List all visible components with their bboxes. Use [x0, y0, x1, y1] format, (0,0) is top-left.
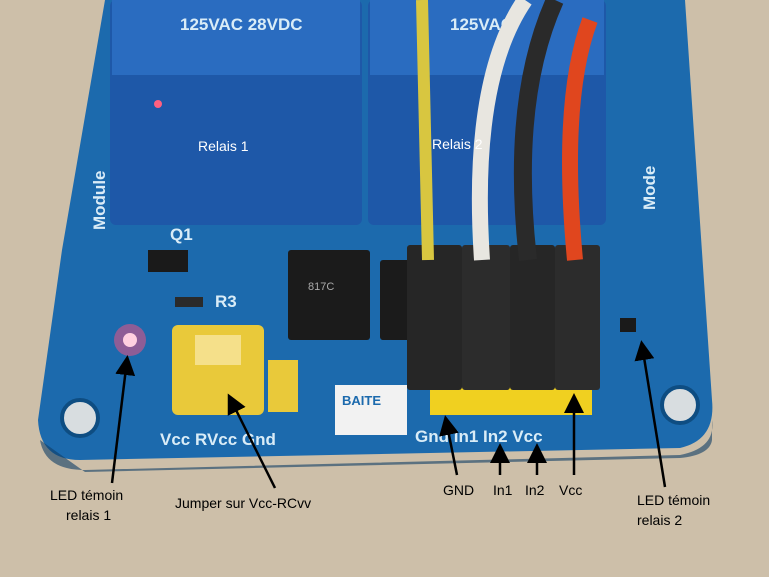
label-jumper: Jumper sur Vcc-RCvv	[175, 495, 311, 511]
led-relay-2	[620, 318, 636, 332]
label-in2: In2	[525, 482, 545, 498]
brand-logo	[335, 385, 407, 435]
relay-2-top	[370, 0, 604, 75]
module-silkscreen: Module	[90, 171, 109, 231]
resistor-r3	[175, 297, 203, 307]
label-relais-2: Relais 2	[432, 136, 483, 152]
module-silkscreen-right: Mode	[640, 166, 659, 210]
wire-white	[471, 0, 532, 261]
led-relay-1	[123, 333, 137, 347]
relay-2-marking: 125VAC	[450, 15, 513, 34]
arrow-led-1	[110, 355, 136, 484]
label-vcc: Vcc	[559, 482, 582, 498]
header-pin-labels: Gnd In1 In2 Vcc	[415, 427, 543, 446]
connector-in2	[510, 245, 555, 390]
q1-label: Q1	[170, 225, 193, 244]
mounting-hole	[60, 398, 100, 438]
transistor-q1	[148, 250, 188, 272]
relay-indicator-glow	[154, 100, 162, 108]
relay-1-marking: 125VAC 28VDC	[180, 15, 303, 34]
wire-red	[562, 17, 598, 261]
connector-gnd	[407, 245, 462, 390]
wire-yellow	[416, 0, 434, 261]
r3-label: R3	[215, 292, 237, 311]
connector-vcc	[555, 245, 600, 390]
label-in1: In1	[493, 482, 513, 498]
pin-header-rvcc	[268, 360, 298, 412]
arrow-led-2	[634, 340, 667, 488]
jumper-pin-labels: Vcc RVcc Gnd	[160, 430, 276, 449]
brand-text: BAITE	[342, 393, 381, 408]
jumper-block-inner	[195, 335, 241, 365]
label-led-2-line1: LED témoin	[637, 492, 710, 508]
label-relais-1: Relais 1	[198, 138, 249, 154]
arrow-jumper	[227, 393, 277, 489]
relay-1-top	[112, 0, 360, 75]
chip-marking: 817C	[308, 281, 334, 293]
label-gnd: GND	[443, 482, 474, 498]
label-led-2-line2: relais 2	[637, 512, 682, 528]
label-led-1-line1: LED témoin	[50, 487, 123, 503]
label-led-1-line2: relais 1	[66, 507, 111, 523]
mounting-hole	[660, 385, 700, 425]
optocoupler-1	[288, 250, 370, 340]
connector-in1	[462, 245, 510, 390]
arrow-gnd	[439, 415, 459, 476]
wire-black	[513, 0, 564, 262]
